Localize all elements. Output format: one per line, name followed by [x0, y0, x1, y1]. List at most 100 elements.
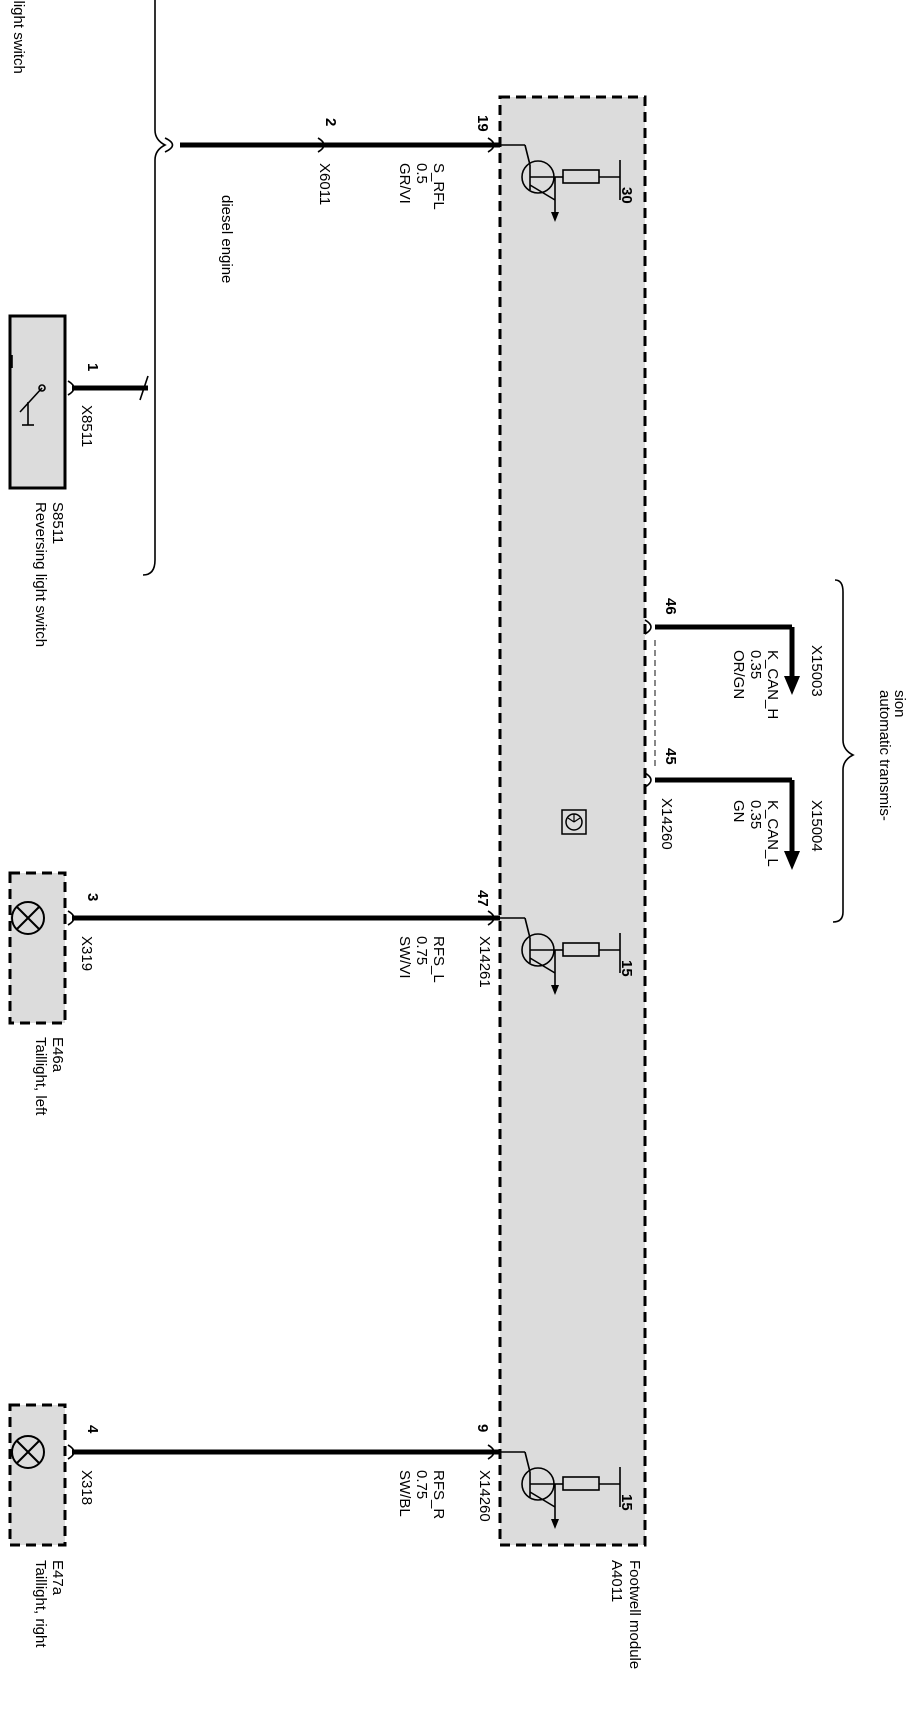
pin-9: 9 — [474, 1424, 491, 1432]
lamp-left-icon — [11, 901, 45, 935]
pin-45: 45 — [662, 748, 679, 765]
ground30-group: 30 — [618, 187, 635, 204]
srfl-size: 0.5 — [413, 163, 430, 184]
x15004-label: X15004 — [808, 800, 825, 852]
kcan-h-label-group: K_CAN_H 0.35 OR/GN — [730, 650, 781, 719]
srfl-label-group: S_RFL 0.5 GR/VI — [396, 163, 447, 210]
srfl-color: GR/VI — [396, 163, 413, 204]
ground-15-left: 15 — [618, 960, 635, 977]
x14261-group: X14261 — [476, 936, 493, 988]
pin3-group: 3 — [84, 893, 101, 901]
top-switch-label: g light switch — [10, 0, 27, 74]
kcan-h-arrow — [784, 676, 800, 695]
can-note-line2: sion — [891, 690, 908, 718]
x318-group: X318 — [78, 1470, 95, 1505]
rfsr-color: SW/BL — [396, 1470, 413, 1517]
transistor-left — [500, 917, 621, 995]
ground15-left-group: 15 — [618, 960, 635, 977]
x15003-label: X15003 — [808, 645, 825, 697]
pin46-connector-mark — [644, 619, 652, 635]
e47a-group: E47a Taillight, right — [32, 1560, 66, 1648]
s8511-group: S8511 Reversing light switch — [32, 502, 66, 647]
module-id: A4011 — [608, 1560, 625, 1602]
kcan-l-size: 0.35 — [747, 800, 764, 829]
x8511-group: X8511 — [78, 405, 95, 447]
pin19-connector-mark — [487, 137, 495, 153]
can-brace — [832, 579, 855, 923]
x8511-label: X8511 — [78, 405, 95, 447]
module-name: Footwell module — [626, 1560, 643, 1669]
srfl-signal: S_RFL — [430, 163, 447, 210]
pin47-connector-mark — [487, 910, 495, 926]
x319-connector-mark — [67, 910, 75, 926]
transistor-right — [500, 1451, 621, 1529]
pin1-group: 1 — [84, 363, 101, 371]
module-label-group: A4011 Footwell module — [608, 1560, 643, 1669]
rfsl-color: SW/VI — [396, 936, 413, 979]
can-note-group: automatic transmis- sion — [876, 690, 908, 821]
diesel-connector-mark — [164, 137, 174, 153]
kcan-l-color: GN — [730, 800, 747, 823]
e46a-id: E46a — [49, 1037, 66, 1073]
x15004-group: X15004 — [808, 800, 825, 852]
pin-2: 2 — [322, 118, 339, 126]
pin-47: 47 — [474, 890, 491, 907]
pin-3: 3 — [84, 893, 101, 901]
x15003-group: X15003 — [808, 645, 825, 697]
rfsl-size: 0.75 — [413, 936, 430, 965]
taillight-left-box — [8, 871, 67, 1025]
x8511-connector-mark — [67, 380, 75, 396]
pin9-group: 9 — [474, 1424, 491, 1432]
ground-15-right: 15 — [618, 1494, 635, 1511]
pin47-group: 47 — [474, 890, 491, 907]
diesel-note-group: diesel engine — [218, 195, 235, 283]
x319-group: X319 — [78, 936, 95, 971]
switch-contact — [38, 384, 46, 392]
e46a-name: Taillight, left — [32, 1037, 49, 1116]
pin-4: 4 — [84, 1425, 101, 1434]
pin45-connector-mark — [644, 772, 652, 788]
ground15-right-group: 15 — [618, 1494, 635, 1511]
pin19-label-group: 19 — [474, 115, 491, 132]
diesel-brace — [142, 0, 167, 576]
reversing-wire-break — [139, 375, 149, 401]
diesel-engine-note: diesel engine — [218, 195, 235, 283]
x318-label: X318 — [78, 1470, 95, 1505]
transistor-top — [500, 144, 621, 222]
kcan-l-label-group: K_CAN_L 0.35 GN — [730, 800, 781, 867]
e46a-group: E46a Taillight, left — [32, 1037, 66, 1116]
x319-label: X319 — [78, 936, 95, 971]
pin-19: 19 — [474, 115, 491, 132]
pin-1: 1 — [84, 363, 101, 371]
x14260-right-group: X14260 — [476, 1470, 493, 1522]
x6011-label: X6011 — [316, 163, 333, 205]
pin9-connector-mark — [487, 1444, 495, 1460]
x318-connector-mark — [67, 1444, 75, 1460]
s8511-name: Reversing light switch — [32, 502, 49, 647]
s8511-id: S8511 — [49, 502, 66, 544]
rfsr-size: 0.75 — [413, 1470, 430, 1499]
x14260-can-group: X14260 — [658, 798, 675, 850]
x14261-label: X14261 — [476, 936, 493, 988]
can-note-line1: automatic transmis- — [876, 690, 893, 821]
rfsl-signal: RFS_L — [430, 936, 447, 983]
x6011-connector-mark — [317, 137, 325, 153]
control-unit-icon — [561, 809, 587, 835]
rfsr-label-group: RFS_R 0.75 SW/BL — [396, 1470, 447, 1519]
e47a-name: Taillight, right — [32, 1560, 49, 1648]
reversing-switch-box — [8, 314, 67, 490]
ground-30: 30 — [618, 187, 635, 204]
kcan-l-arrow — [784, 851, 800, 870]
taillight-right-box — [8, 1403, 67, 1547]
pin-46: 46 — [662, 598, 679, 615]
kcan-h-signal: K_CAN_H — [764, 650, 781, 719]
kcan-h-size: 0.35 — [747, 650, 764, 679]
pin46-group: 46 — [662, 598, 679, 615]
kcan-h-color: OR/GN — [730, 650, 747, 699]
pin45-group: 45 — [662, 748, 679, 765]
top-switch-label-group: g light switch — [10, 0, 27, 74]
pin2-label-group: 2 — [322, 118, 339, 126]
x6011-label-group: X6011 — [316, 163, 333, 205]
x14260-can-label: X14260 — [658, 798, 675, 850]
rfsr-signal: RFS_R — [430, 1470, 447, 1519]
